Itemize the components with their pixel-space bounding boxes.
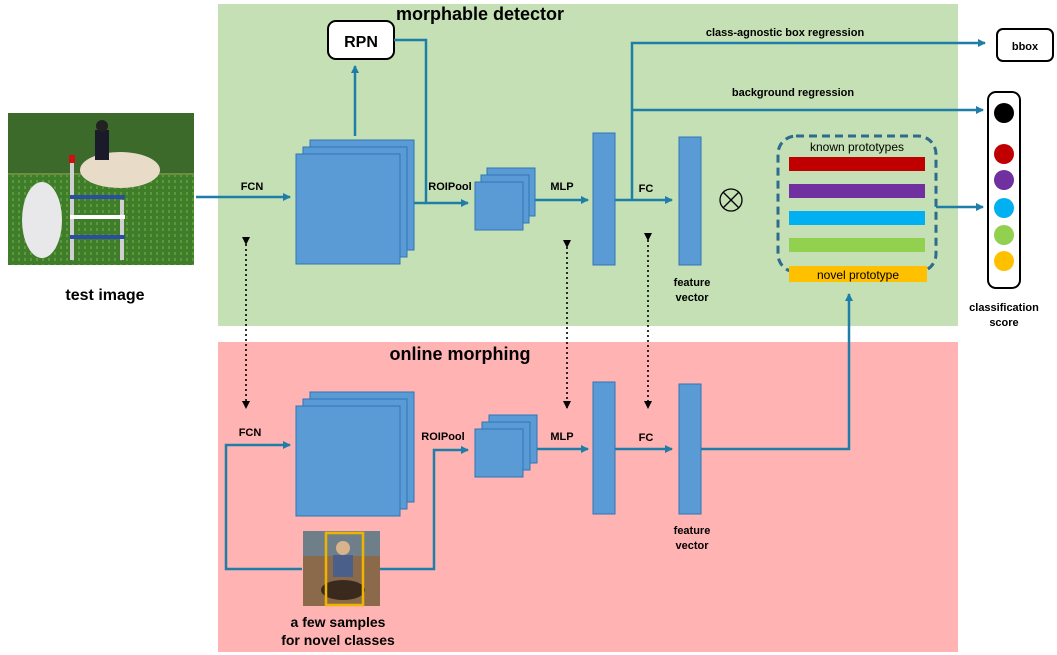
feature-vector-bottom bbox=[678, 383, 702, 515]
arrow-box-regression bbox=[630, 39, 986, 200]
known-prototype-bar bbox=[789, 157, 925, 171]
score-circle bbox=[994, 198, 1014, 218]
mlp-layer-top bbox=[592, 132, 616, 266]
known-prototypes-label: known prototypes bbox=[810, 140, 904, 154]
fc-label-bottom: FC bbox=[639, 432, 654, 444]
score-circle bbox=[994, 251, 1014, 271]
arrow-samples-to-fcn bbox=[224, 441, 302, 571]
known-prototype-bar bbox=[789, 238, 925, 252]
novel-class-samples-image bbox=[303, 531, 380, 607]
novel-prototype-label: novel prototype bbox=[817, 268, 899, 282]
mlp-label-bottom: MLP bbox=[550, 431, 573, 443]
test-image bbox=[8, 113, 194, 265]
arrow-feature-to-novel-prototype bbox=[701, 293, 853, 451]
arrow-rpn-to-roipool bbox=[394, 38, 469, 207]
roipool-label-bottom: ROIPool bbox=[421, 431, 464, 443]
samples-label-1: a few samples bbox=[291, 614, 386, 630]
classification-score-label-2: score bbox=[989, 317, 1018, 329]
known-prototype-bar bbox=[789, 184, 925, 198]
feature-vector-label-bottom-2: vector bbox=[675, 540, 709, 552]
background-regression-label: background regression bbox=[732, 87, 855, 99]
otimes-icon bbox=[719, 188, 743, 212]
score-circle bbox=[994, 170, 1014, 190]
roi-feature-stack-bottom bbox=[474, 414, 538, 478]
fcn-label-top: FCN bbox=[241, 181, 264, 193]
classification-score-label-1: classification bbox=[969, 302, 1039, 314]
fcn-feature-map-stack-top bbox=[295, 139, 415, 265]
region-title-morphing: online morphing bbox=[390, 344, 531, 364]
mlp-layer-bottom bbox=[592, 381, 616, 515]
test-image-label: test image bbox=[65, 287, 144, 304]
mlp-label-top: MLP bbox=[550, 181, 573, 193]
roi-feature-stack-top bbox=[474, 167, 536, 231]
feature-vector-label-bottom-1: feature bbox=[674, 525, 711, 537]
feature-vector-label-top-1: feature bbox=[674, 277, 711, 289]
region-title-detector: morphable detector bbox=[396, 4, 564, 24]
fcn-feature-map-stack-bottom bbox=[295, 391, 415, 517]
rpn-label: RPN bbox=[344, 34, 378, 51]
score-circles bbox=[994, 103, 1014, 271]
fcn-label-bottom: FCN bbox=[239, 427, 262, 439]
score-circle bbox=[994, 103, 1014, 123]
roipool-label-top: ROIPool bbox=[428, 181, 471, 193]
known-prototype-bars bbox=[789, 157, 925, 252]
feature-vector-label-top-2: vector bbox=[675, 292, 709, 304]
score-circle bbox=[994, 225, 1014, 245]
fc-label-top: FC bbox=[639, 183, 654, 195]
bbox-output-box bbox=[996, 28, 1054, 62]
known-prototype-bar bbox=[789, 211, 925, 225]
feature-vector-top bbox=[678, 136, 702, 266]
arrow-samples-to-roipool bbox=[380, 446, 469, 571]
novel-prototype-bar bbox=[789, 266, 927, 282]
box-regression-label: class-agnostic box regression bbox=[706, 27, 865, 39]
samples-label-2: for novel classes bbox=[281, 632, 395, 648]
bbox-label: bbox bbox=[1012, 41, 1039, 53]
score-circle bbox=[994, 144, 1014, 164]
